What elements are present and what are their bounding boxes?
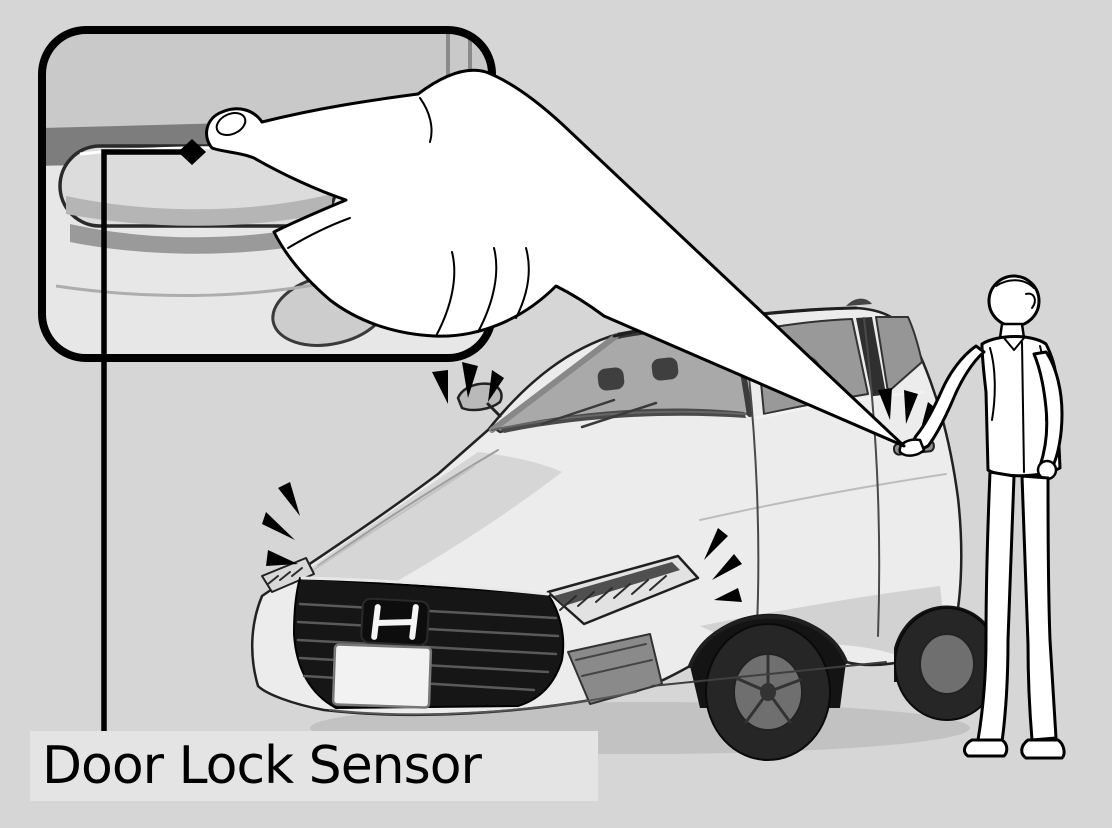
sensor-diamond-marker (178, 139, 206, 165)
flash-mark (712, 554, 742, 580)
hood-crease (291, 465, 475, 585)
signal-marks-mirror (432, 362, 504, 404)
headrest (651, 357, 679, 381)
person-head (987, 274, 1041, 328)
flash-mark (714, 588, 742, 602)
headlight-near (546, 554, 700, 626)
hand-pointing (205, 68, 906, 448)
rear-quarter-window (875, 316, 923, 393)
flash-mark (266, 550, 298, 566)
flash-mark (878, 388, 892, 420)
flash-mark (462, 362, 478, 398)
door-trim-line (55, 282, 321, 298)
flash-mark (262, 512, 295, 540)
flash-mark (704, 528, 728, 560)
antenna-fin (846, 298, 872, 306)
handle-lower-shade (66, 194, 332, 226)
leader-line (101, 149, 186, 740)
signal-marks-headlight (704, 528, 742, 602)
person-leg-right (1020, 474, 1058, 742)
signal-marks-front-fender (262, 482, 300, 566)
fingernail (215, 112, 247, 136)
flash-mark (904, 390, 918, 424)
a-pillar (489, 333, 619, 433)
rear-wheel (894, 605, 1000, 721)
dashboard (500, 408, 746, 433)
hand-and-beam (205, 68, 906, 448)
person-figure (898, 274, 1066, 760)
cowl (491, 410, 747, 431)
person-hand (898, 438, 926, 457)
hood-crease (317, 449, 499, 567)
headrest (597, 367, 625, 391)
rocker-line (651, 661, 887, 687)
rear-door-seam (863, 317, 881, 637)
character-line (699, 473, 947, 521)
wiper (540, 398, 658, 429)
person-ear (1025, 292, 1036, 309)
vest-zipper (1021, 341, 1025, 473)
door-lock-sensor-label: Door Lock Sensor (30, 731, 598, 801)
person-shoe-right (1020, 738, 1066, 760)
bumper-lip (329, 691, 637, 716)
hood-shading (300, 452, 562, 606)
front-wheel (688, 613, 848, 761)
flash-mark (488, 370, 504, 402)
handle-shadow (70, 222, 330, 254)
vest-collar (1003, 337, 1025, 351)
honda-logo-icon (360, 597, 430, 647)
flash-mark (278, 482, 300, 516)
b-pillar (856, 317, 886, 398)
person-shoe-left (963, 738, 1009, 758)
flash-mark (432, 370, 448, 404)
person-hairline (995, 279, 1035, 289)
license-plate (331, 643, 433, 709)
hand-creases (287, 97, 530, 337)
